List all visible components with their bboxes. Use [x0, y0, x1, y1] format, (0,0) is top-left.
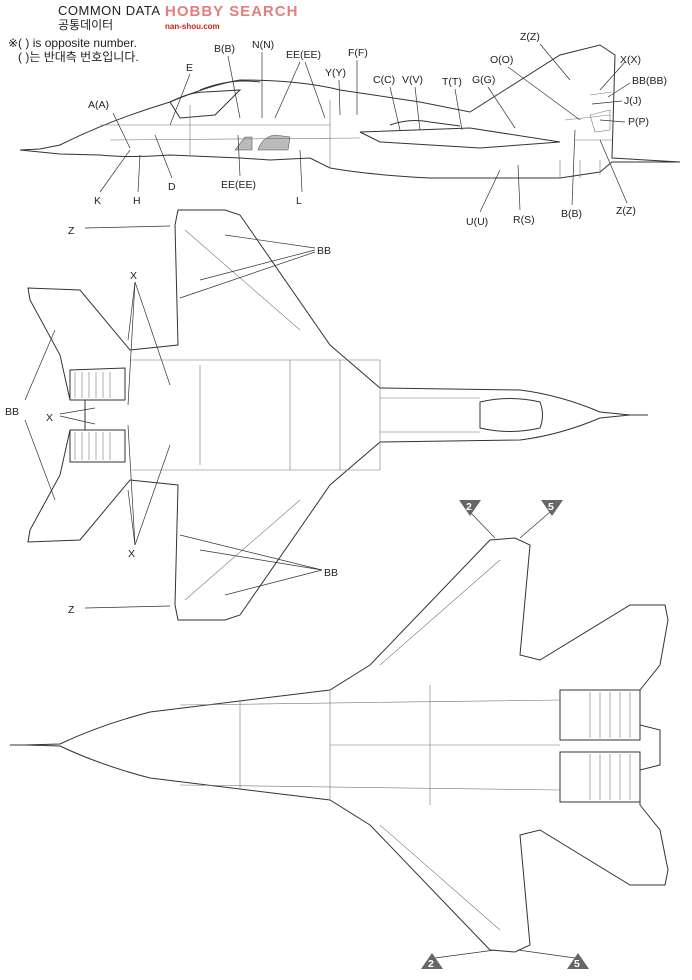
- callout-label: Y(Y): [325, 67, 346, 79]
- callout-label: Z(Z): [616, 205, 636, 217]
- callout-label: C(C): [373, 74, 395, 86]
- callout-label: L: [296, 195, 302, 207]
- callout-label: Z(Z): [520, 31, 540, 43]
- marker-triangle: [421, 953, 443, 969]
- marker-label: 5: [574, 958, 580, 970]
- callout-label: EE(EE): [221, 179, 256, 191]
- callout-label: BB: [317, 245, 331, 257]
- marker-triangle: [459, 500, 481, 516]
- callout-label: Z: [68, 604, 75, 616]
- callout-label: Z: [68, 225, 75, 237]
- marker-label: 2: [466, 501, 472, 513]
- callout-label: BB: [324, 567, 338, 579]
- callout-label: N(N): [252, 39, 274, 51]
- top-view: [27, 209, 648, 621]
- note-en: ※( ) is opposite number.: [8, 36, 137, 50]
- callout-label: BB(BB): [632, 75, 667, 87]
- callout-label: J(J): [624, 95, 642, 107]
- callout-label: B(B): [561, 208, 582, 220]
- callout-label: X: [128, 548, 135, 560]
- callout-label: X: [46, 412, 53, 424]
- top-view-labels: Z BB X BB X X BB Z: [5, 225, 338, 616]
- page-title-ko: 공통데이터: [58, 18, 114, 32]
- side-view-leaders: [99, 43, 631, 213]
- callout-label: U(U): [466, 216, 488, 228]
- top-view-leaders: [24, 225, 323, 609]
- note-ko: ( )는 반대측 번호입니다.: [18, 50, 139, 64]
- callout-label: X: [130, 270, 137, 282]
- callout-label: A(A): [88, 99, 109, 111]
- callout-label: EE(EE): [286, 49, 321, 61]
- marker-triangle: [541, 500, 563, 516]
- header: COMMON DATA 공통데이터 ※( ) is opposite numbe…: [8, 3, 161, 65]
- callout-label: V(V): [402, 74, 423, 86]
- callout-label: R(S): [513, 214, 535, 226]
- callout-label: X(X): [620, 54, 641, 66]
- callout-label: G(G): [472, 74, 495, 86]
- side-view: [19, 44, 681, 179]
- callout-label: E: [186, 62, 193, 74]
- callout-label: K: [94, 195, 101, 207]
- bottom-view: [10, 537, 669, 953]
- side-view-labels: A(A) E B(B) N(N) EE(EE) Y(Y) F(F) C(C) V…: [88, 31, 667, 228]
- callout-label: B(B): [214, 43, 235, 55]
- callout-label: O(O): [490, 54, 513, 66]
- callout-label: H: [133, 195, 141, 207]
- callout-label: D: [168, 181, 176, 193]
- watermark-site: nan-shou.com: [165, 22, 220, 31]
- callout-label: F(F): [348, 47, 368, 59]
- watermark: HOBBY SEARCH: [165, 3, 299, 20]
- marker-triangle: [567, 953, 589, 969]
- page-title: COMMON DATA: [58, 3, 161, 18]
- callout-label: T(T): [442, 76, 462, 88]
- marker-label: 2: [428, 958, 434, 970]
- callout-label: P(P): [628, 116, 649, 128]
- bottom-view-markers: 2 5 2 5: [421, 500, 589, 970]
- callout-label: BB: [5, 406, 19, 418]
- marker-label: 5: [548, 501, 554, 513]
